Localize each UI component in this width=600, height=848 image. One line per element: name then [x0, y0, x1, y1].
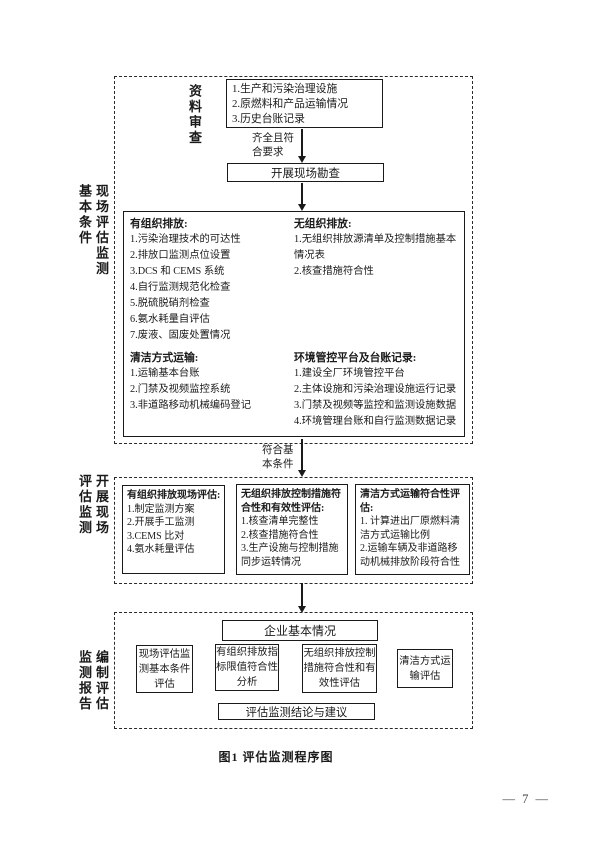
list-item: 1.核查清单完整性 — [241, 516, 319, 527]
list-item: 1.运输基本台账 — [130, 368, 200, 379]
report-box-basic-conditions: 现场评估监测基本条件评估 — [136, 645, 193, 693]
data-review-label: 资料审查 — [187, 84, 202, 146]
stage3-dashed-container — [114, 612, 473, 729]
group-title: 无组织排放: — [294, 218, 352, 230]
report-box-unorganized-control: 无组织排放控制措施符合性和有效性评估 — [302, 644, 377, 693]
company-profile-box: 企业基本情况 — [222, 620, 378, 641]
list-item: 1.建设全厂环境管控平台 — [294, 368, 405, 379]
assessment-content-box — [123, 211, 465, 437]
list-item: 2.运输车辆及非道路移动机械排放阶段符合性 — [360, 543, 460, 568]
stage3-side-label: 编制评估监测报告 — [77, 650, 109, 712]
flow-arrow-down-3 — [298, 439, 306, 477]
clean-transport-evaluation-box: 清洁方式运输符合性评估: 1. 计算进出厂原燃料清洁方式运输比例 2.运输车辆及… — [355, 484, 470, 575]
group-title: 清洁方式运输: — [130, 352, 199, 364]
list-item: 4.环境管理台账和自行监测数据记录 — [294, 416, 457, 427]
unorganized-emission-group: 无组织排放: 1.无组织排放源清单及控制措施基本情况表 2.核查措施符合性 — [294, 216, 464, 280]
arrow-condition-label: 符合基本条件 — [262, 445, 294, 470]
list-item: 3.非道路移动机械编码登记 — [130, 400, 251, 411]
list-item: 1. 计算进出厂原燃料清洁方式运输比例 — [360, 516, 460, 541]
list-item: 1.制定监测方案 — [127, 503, 195, 515]
list-item: 2.门禁及视频监控系统 — [130, 384, 231, 395]
env-platform-group: 环境管控平台及台账记录: 1.建设全厂环境管控平台 2.主体设施和污染治理设施运… — [294, 350, 464, 430]
list-item: 4.自行监测规范化检查 — [130, 282, 231, 293]
list-item: 1.污染治理技术的可达性 — [130, 234, 241, 245]
report-box-organized-limits: 有组织排放指标限值符合性分析 — [215, 644, 279, 691]
organized-field-evaluation-box: 有组织排放现场评估: 1.制定监测方案 2.开展手工监测 3.CEMS 比对 4… — [122, 485, 225, 574]
organized-emission-group: 有组织排放: 1.污染治理技术的可达性 2.排放口监测点位设置 3.DCS 和 … — [130, 216, 292, 344]
list-item: 1.无组织排放源清单及控制措施基本情况表 — [294, 234, 457, 261]
list-item: 7.废液、固废处置情况 — [130, 330, 231, 341]
list-item: 3.历史台账记录 — [232, 113, 305, 125]
arrow-condition-label: 齐全且符合要求 — [252, 133, 294, 158]
flow-arrow-down-1 — [298, 129, 306, 163]
figure-caption: 图1 评估监测程序图 — [218, 750, 334, 764]
list-item: 4.氨水耗量评估 — [127, 544, 195, 555]
list-item: 2.主体设施和污染治理设施运行记录 — [294, 384, 457, 395]
box-title: 清洁方式运输符合性评估: — [360, 489, 460, 514]
box-title: 有组织排放现场评估: — [127, 490, 221, 501]
list-item: 2.排放口监测点位设置 — [130, 250, 231, 261]
list-item: 2.核查措施符合性 — [294, 266, 374, 277]
list-item: 5.脱硫脱硝剂检查 — [130, 298, 210, 309]
list-item: 3.DCS 和 CEMS 系统 — [130, 266, 225, 277]
list-item: 6.氨水耗量自评估 — [130, 314, 210, 325]
report-box-clean-transport: 清洁方式运输评估 — [397, 649, 453, 688]
stage1-dashed-container — [114, 76, 473, 444]
page-number: — 7 — — [502, 792, 550, 806]
list-item: 2.核查措施符合性 — [241, 529, 319, 541]
list-item: 2.原燃料和产品运输情况 — [232, 98, 349, 110]
group-title: 有组织排放: — [130, 218, 188, 230]
list-item: 2.开展手工监测 — [127, 517, 195, 528]
conclusion-box: 评估监测结论与建议 — [218, 703, 375, 720]
site-survey-box: 开展现场勘查 — [227, 163, 384, 182]
clean-transport-group: 清洁方式运输: 1.运输基本台账 2.门禁及视频监控系统 3.非道路移动机械编码… — [130, 350, 292, 414]
group-title: 环境管控平台及台账记录: — [294, 352, 417, 364]
list-item: 1.生产和污染治理设施 — [232, 83, 338, 95]
document-review-box: 1.生产和污染治理设施 2.原燃料和产品运输情况 3.历史台账记录 — [226, 79, 383, 128]
flow-arrow-down-2 — [298, 183, 306, 211]
list-item: 3.CEMS 比对 — [127, 530, 185, 542]
unorganized-control-evaluation-box: 无组织排放控制措施符合性和有效性评估: 1.核查清单完整性 2.核查措施符合性 … — [236, 484, 348, 575]
list-item: 3.门禁及视频等监控和监测设施数据 — [294, 400, 457, 411]
stage2-side-label: 开展现场评估监测 — [77, 474, 109, 536]
box-title: 无组织排放控制措施符合性和有效性评估: — [241, 489, 341, 514]
stage2-dashed-container — [114, 477, 473, 584]
flow-arrow-down-4 — [298, 583, 306, 613]
stage1-side-label: 现场评估监测基本条件 — [77, 184, 109, 277]
list-item: 3.生产设施与控制措施同步运转情况 — [241, 543, 339, 568]
